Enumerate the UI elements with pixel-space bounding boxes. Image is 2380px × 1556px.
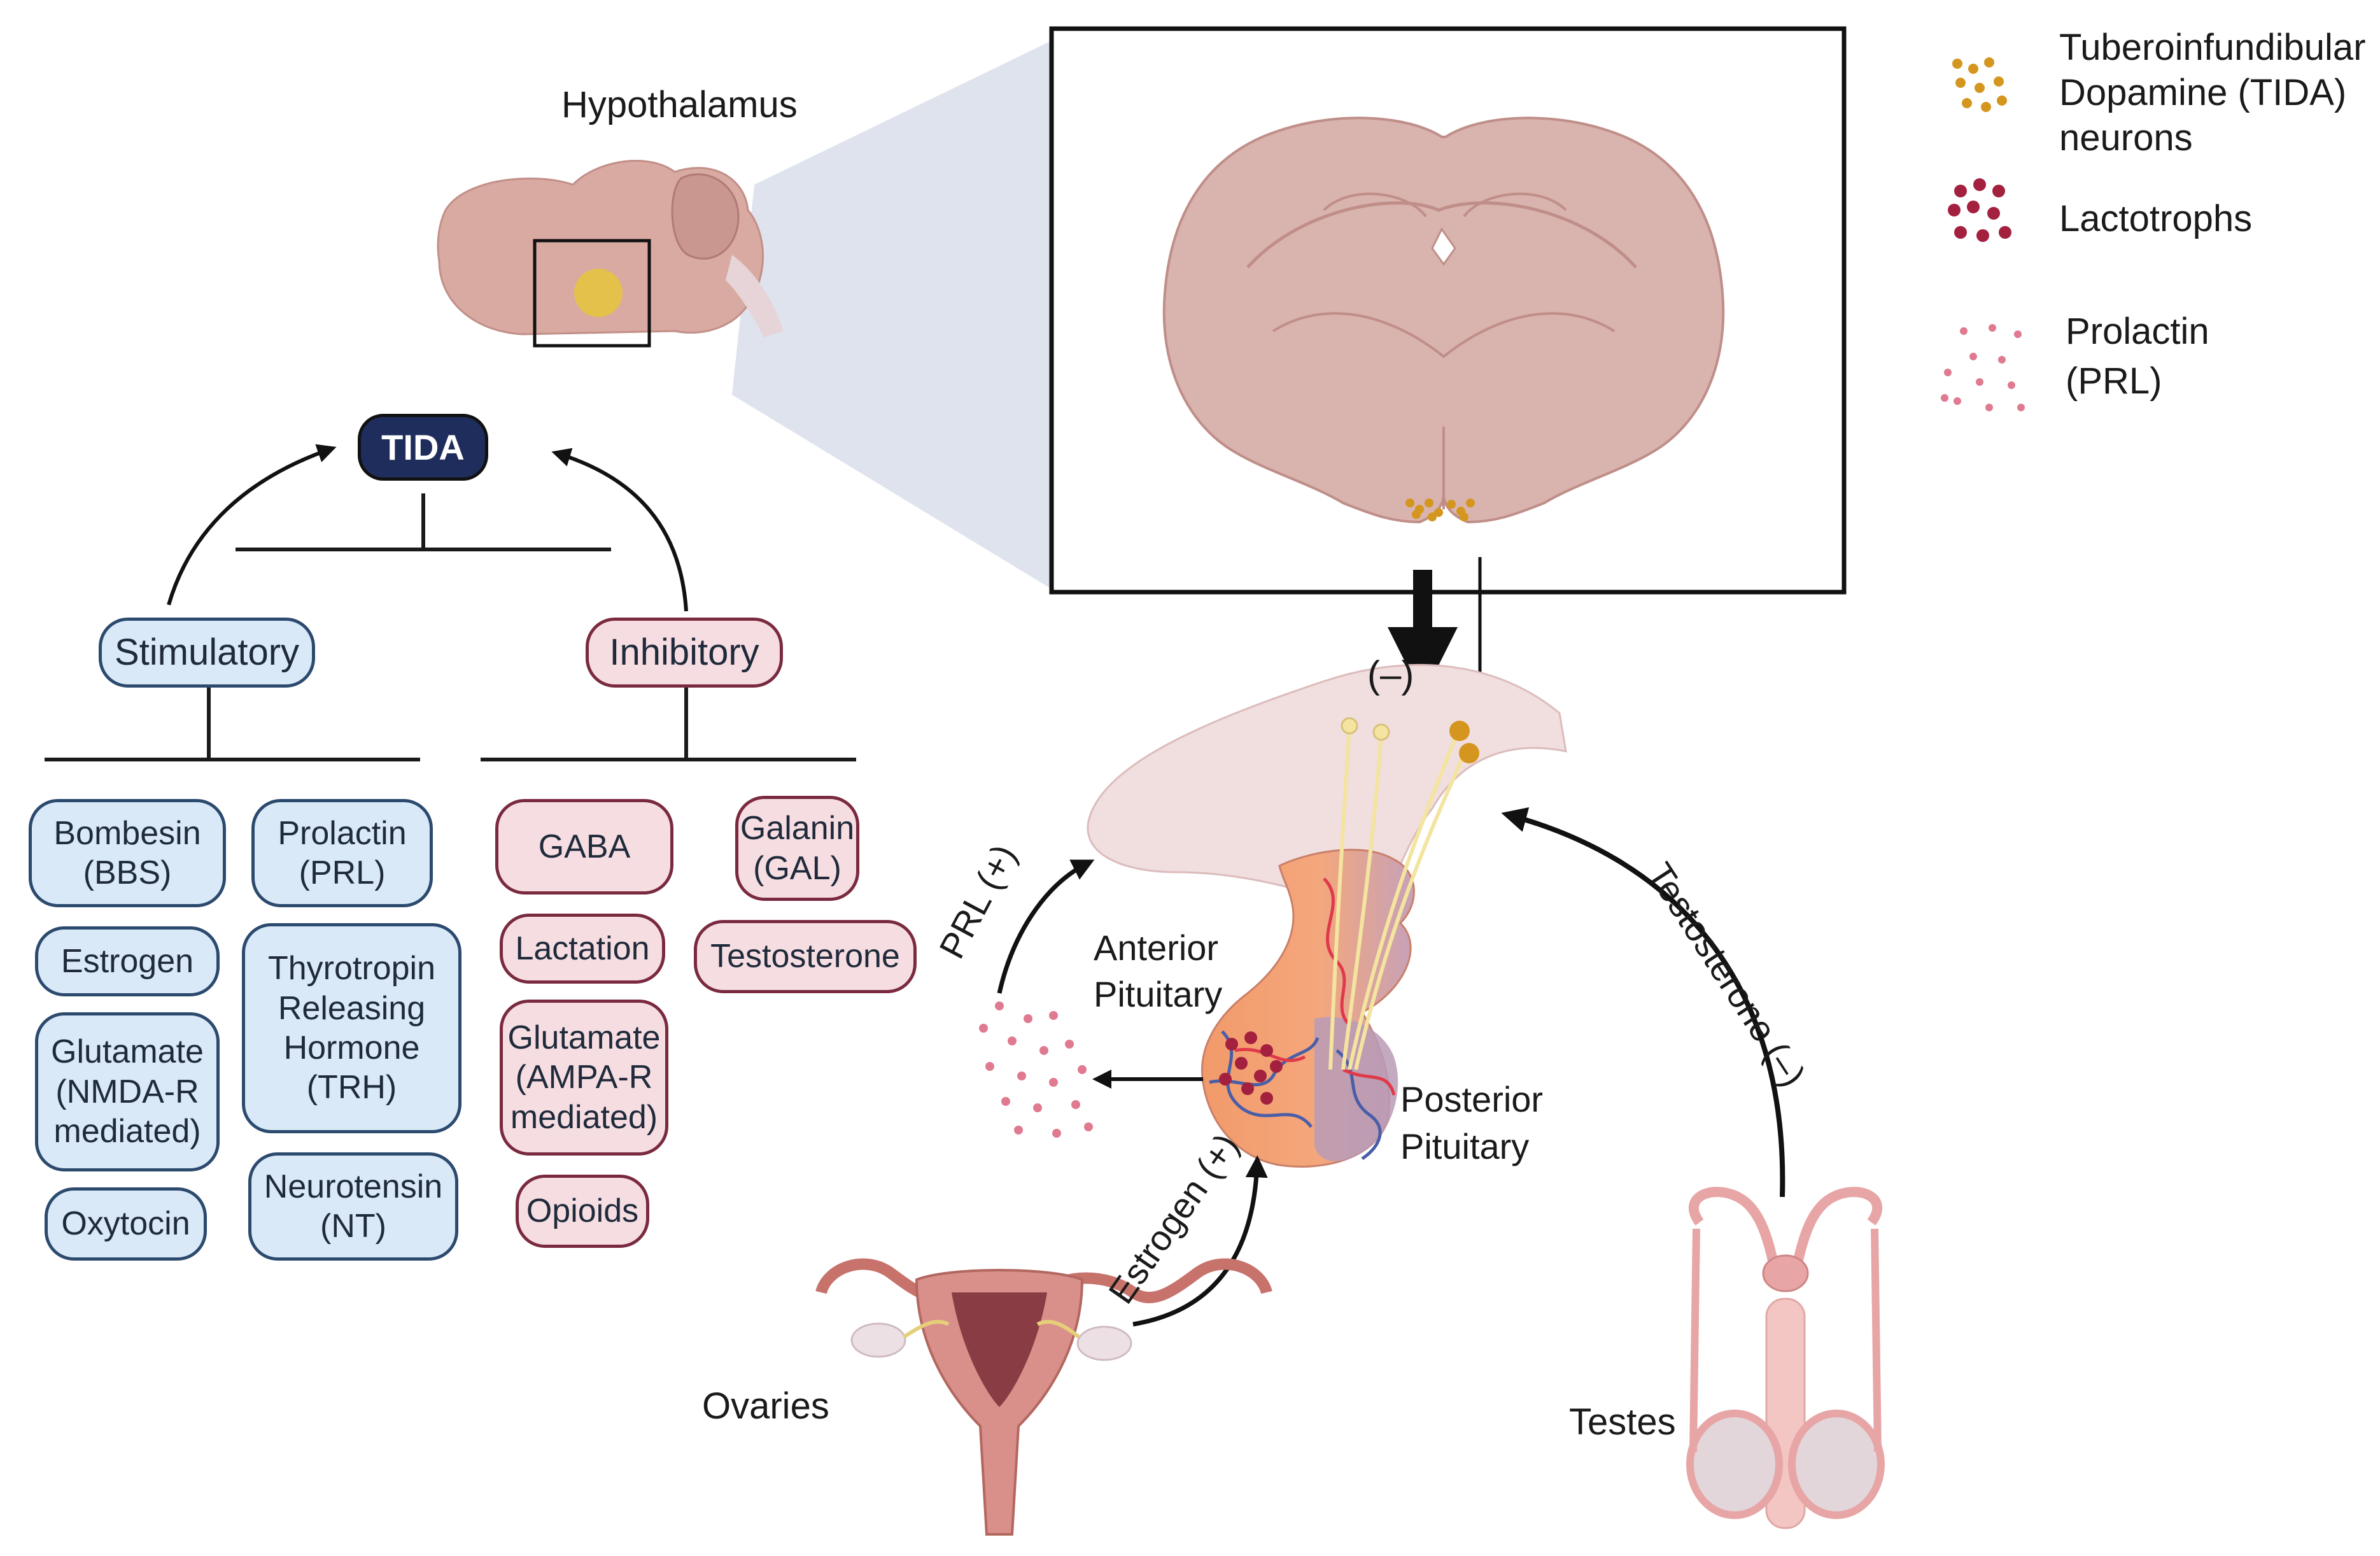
uterus-illustration <box>815 1258 1272 1536</box>
inhibitory-bar <box>481 758 856 761</box>
stimulatory-item: Neurotensin (NT) <box>248 1152 458 1261</box>
hypothalamus-highlight <box>574 269 623 317</box>
inhibitory-curve-arrow <box>551 448 688 612</box>
inhibitory-item: Lactation <box>500 914 665 984</box>
negative-feedback-sign: (–) <box>1367 653 1414 696</box>
stimulatory-item: Prolactin (PRL) <box>251 799 433 907</box>
zoom-wedge <box>732 38 1057 592</box>
coronal-brain <box>1162 117 1725 524</box>
inhibitory-item: Testosterone <box>694 920 917 993</box>
stimulatory-item: Estrogen <box>35 926 220 996</box>
stimulatory-item: Oxytocin <box>45 1187 207 1261</box>
estrogen-arrow <box>1132 1155 1268 1327</box>
stimulatory-curve-arrow <box>167 444 337 605</box>
stimulatory-item: Glutamate (NMDA-R mediated) <box>35 1012 220 1171</box>
sagittal-brain <box>437 160 783 348</box>
anterior-pituitary-label: Anterior Pituitary <box>1094 928 1223 1014</box>
stimulatory-bar <box>45 758 420 761</box>
male-reproductive-illustration <box>1686 1187 1885 1529</box>
testosterone-arrow <box>1501 807 1785 1198</box>
stimulatory-header: Stimulatory <box>99 618 315 688</box>
prolactin-dots <box>979 1001 1093 1138</box>
inhibitory-item: Opioids <box>516 1175 649 1248</box>
stimulatory-item: Thyrotropin Releasing Hormone (TRH) <box>242 923 461 1133</box>
testes-label: Testes <box>1569 1401 1676 1443</box>
thick-down-arrow <box>1388 570 1458 697</box>
posterior-pituitary-label: Posterior Pituitary <box>1400 1079 1544 1167</box>
tida-bar <box>236 548 611 551</box>
inhibitory-item: GABA <box>495 799 673 895</box>
legend-prolactin-label: Prolactin (PRL) <box>2066 311 2209 402</box>
tida-stem <box>421 493 425 548</box>
inhibitory-item: Galanin (GAL) <box>735 796 859 901</box>
stimulatory-item: Bombesin (BBS) <box>29 799 226 907</box>
legend-lactotroph-label: Lactotrophs <box>2059 198 2253 239</box>
hypothalamus-box <box>533 239 651 348</box>
legend-prolactin-icon <box>1941 324 2025 411</box>
prl-feedback-arrow <box>997 859 1095 994</box>
stimulatory-stem <box>207 688 211 758</box>
pituitary-illustration <box>1087 663 1567 1168</box>
inhibitory-header: Inhibitory <box>586 618 783 688</box>
hypothalamus-label: Hypothalamus <box>561 84 798 125</box>
tida-node: TIDA <box>358 414 488 481</box>
inhibitory-item: Glutamate (AMPA-R mediated) <box>500 1000 668 1156</box>
legend-lactotroph-icon <box>1948 178 2011 242</box>
legend-tida-icon <box>1952 57 2007 112</box>
legend-tida-label: Tuberoinfundibular Dopamine (TIDA) neuro… <box>2059 27 2366 159</box>
inhibitory-stem <box>684 688 688 758</box>
ovaries-label: Ovaries <box>702 1385 829 1427</box>
